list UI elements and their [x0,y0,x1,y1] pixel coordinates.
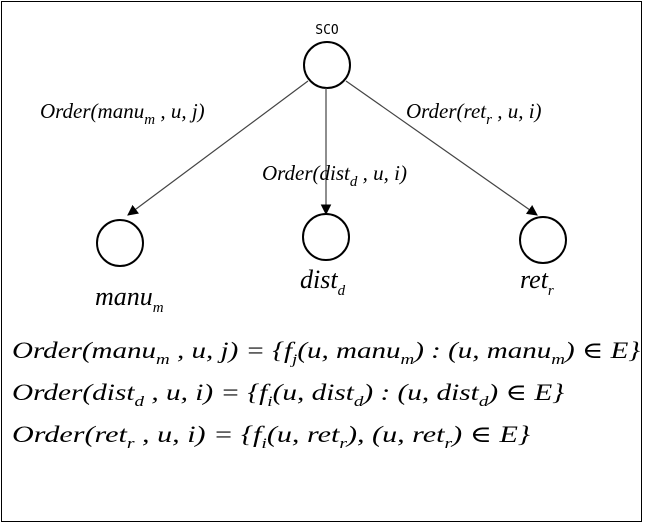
edge-label-dist: Order(distd , u, i) [262,161,407,190]
node-manu [96,219,144,267]
node-label-manu: manum [95,282,164,316]
edge-sco-ret [345,80,538,216]
node-label-ret: retr [520,265,554,299]
edge-label-ret: Order(retr , u, i) [406,99,542,128]
edge-sco-manu [127,80,309,216]
node-ret [519,216,567,264]
node-label-dist: distd [300,265,346,299]
root-label: SCO [315,23,339,38]
node-dist [302,213,350,261]
root-node [303,41,351,89]
edge-label-manu: Order(manum , u, j) [40,99,205,128]
